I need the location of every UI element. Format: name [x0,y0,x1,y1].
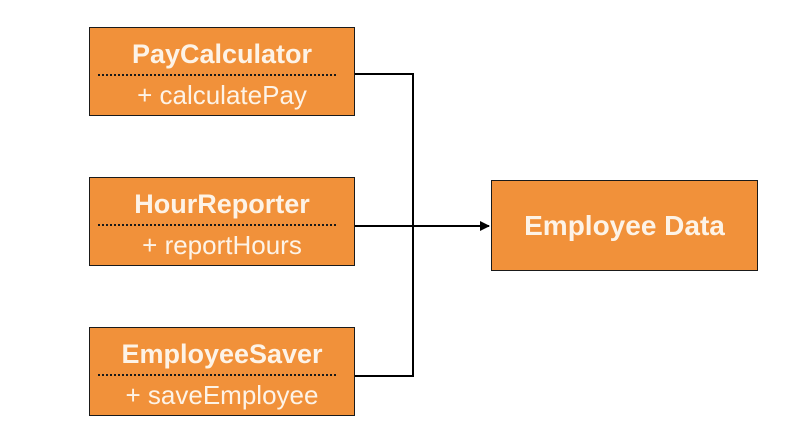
connector-pay [355,73,414,226]
connector-saver [355,226,414,377]
class-box-employee-saver: EmployeeSaver + saveEmployee [89,327,355,416]
class-method: + calculatePay [137,80,307,110]
class-box-hour-reporter: HourReporter + reportHours [89,177,355,266]
dotted-divider [98,74,336,76]
class-name: EmployeeSaver [121,339,323,369]
dotted-divider [98,374,336,376]
class-method: + saveEmployee [125,380,319,410]
class-method: + reportHours [142,230,302,260]
class-name: HourReporter [134,189,310,219]
target-label: Employee Data [524,209,725,241]
class-name: PayCalculator [131,39,313,69]
dotted-divider [98,224,336,226]
class-box-pay-calculator: PayCalculator + calculatePay [89,27,355,116]
target-box-employee-data: Employee Data [491,180,758,271]
